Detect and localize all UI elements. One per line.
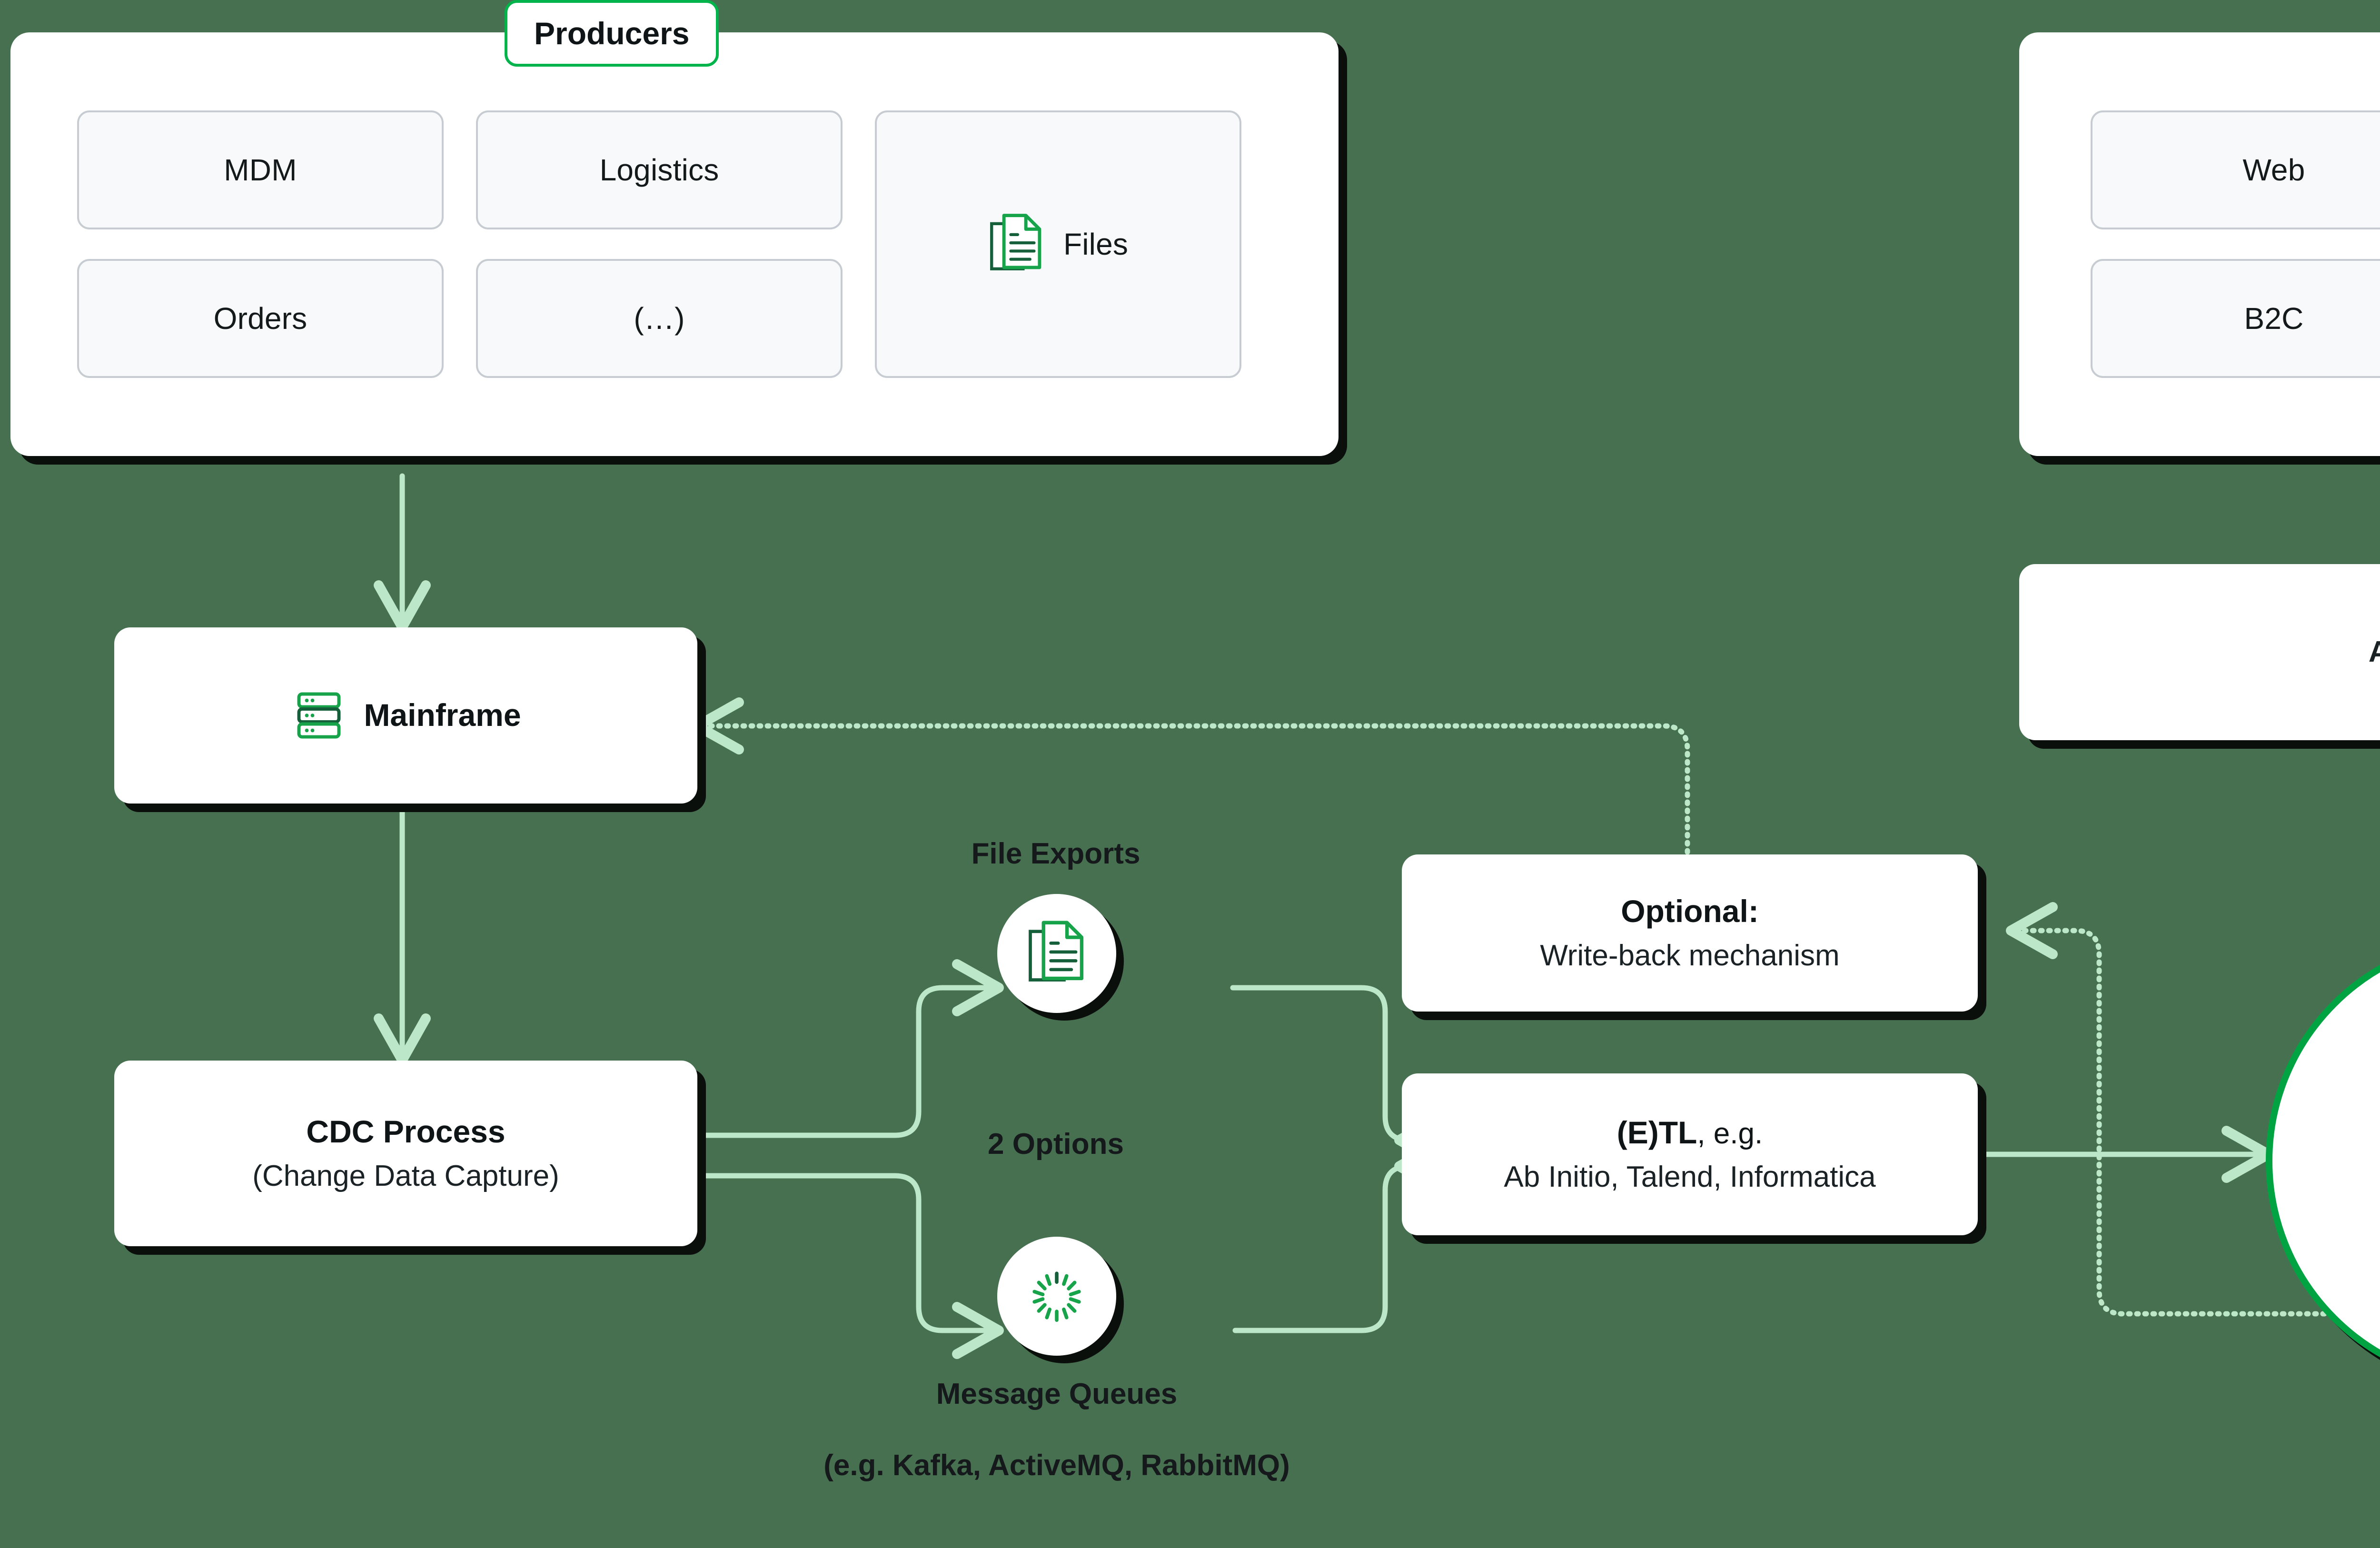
etl-box[interactable]: (E)TL, e.g. Ab Initio, Talend, Informati… [1402,1073,1978,1235]
consumer-tile-b2c[interactable]: B2C [2091,259,2380,378]
producer-tile-label: Orders [213,301,307,336]
operational-data-layer-circle[interactable]: Operational Data Layer [2266,935,2380,1387]
api-label-bold: API [2368,635,2380,669]
message-queues-label: Message Queues [936,1378,1178,1410]
producer-tile-orders[interactable]: Orders [77,259,444,378]
cdc-subtitle: (Change Data Capture) [252,1160,559,1193]
producer-tile-logistics[interactable]: Logistics [476,110,843,229]
etl-subtitle: Ab Initio, Talend, Informatica [1504,1161,1876,1194]
producer-tile-label: MDM [224,153,297,187]
producers-tile-grid: MDM Logistics [77,110,1241,378]
writeback-box[interactable]: Optional: Write-back mechanism [1402,854,1978,1012]
etl-title-rest: , e.g. [1697,1117,1763,1150]
consumers-panel: Web Mobile APIs B2C CMS (…) [2019,32,2380,456]
writeback-title: Optional: [1621,893,1759,929]
writeback-subtitle: Write-back mechanism [1540,939,1840,972]
mainframe-label: Mainframe [364,697,521,733]
wire-file-exports-to-etl [1230,985,1446,1169]
cdc-title: CDC Process [306,1113,506,1149]
mainframe-box[interactable]: Mainframe [114,627,697,804]
file-exports-circle[interactable] [997,894,1116,1013]
consumers-tile-grid: Web Mobile APIs B2C CMS (…) [2091,110,2380,378]
documents-icon [1026,918,1087,989]
consumer-tile-web[interactable]: Web [2091,110,2380,229]
message-queues-circle[interactable] [997,1237,1116,1356]
wire-cdc-to-file-exports [694,959,1004,1138]
wire-cdc-to-message-queues [694,1173,1004,1359]
cdc-process-box[interactable]: CDC Process (Change Data Capture) [114,1061,697,1246]
etl-title-bold: (E)TL [1616,1114,1697,1150]
producer-tile-label: Logistics [599,153,719,187]
wire-writeback-to-mainframe-dotted [692,697,1690,855]
server-stack-icon [290,687,347,744]
producer-tile-label: (…) [634,301,685,336]
wire-message-queues-to-etl [1232,1138,1446,1333]
consumer-tile-label: B2C [2244,301,2304,336]
spinner-icon [1025,1265,1088,1328]
producer-tile-label: Files [1063,227,1129,261]
message-queues-sublabel: (e.g. Kafka, ActiveMQ, RabbitMQ) [823,1449,1290,1482]
consumer-tile-label: Web [2242,153,2305,187]
producers-panel: MDM Logistics [10,32,1339,456]
api-box[interactable]: API (Authorization, Authentication, Logg… [2019,564,2380,740]
producers-panel-title: Producers [505,0,719,67]
producer-tile-mdm[interactable]: MDM [77,110,444,229]
documents-icon [988,211,1044,277]
file-exports-label: File Exports [971,837,1140,870]
producer-tile-other[interactable]: (…) [476,259,843,378]
two-options-label: 2 Options [988,1128,1124,1161]
producer-tile-files[interactable]: Files [875,110,1241,378]
